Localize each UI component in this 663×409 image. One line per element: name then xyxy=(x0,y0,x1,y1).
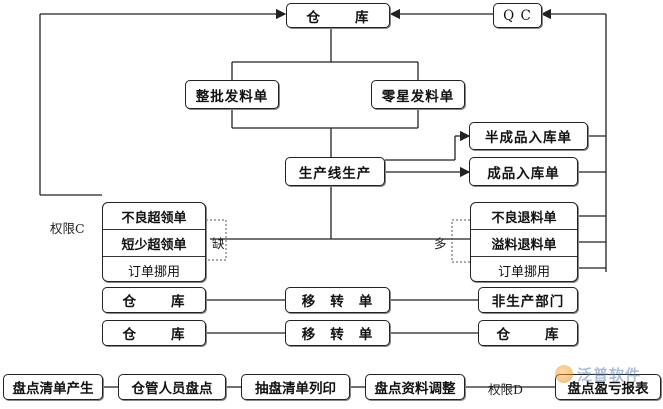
over-issue-row-2: 短少超领单 xyxy=(103,230,205,257)
adjust-label: 盘点资料调整 xyxy=(374,381,456,397)
qc-box: Q C xyxy=(493,3,542,28)
return-row-3: 订单挪用 xyxy=(497,264,550,280)
transfer2-char2: 转 xyxy=(330,327,345,343)
count-list-label: 盘点清单产生 xyxy=(12,381,94,397)
return-row-2: 溢料退料单 xyxy=(471,230,577,257)
over-issue-row-3: 订单挪用 xyxy=(127,264,180,280)
staff-count-box: 仓管人员盘点 xyxy=(118,374,226,400)
warehouse-box-row2-left: 仓库 xyxy=(102,320,206,346)
warehouse-top-char1: 仓 xyxy=(306,9,321,26)
return-row-1: 不良退料单 xyxy=(471,203,577,230)
transfer2-char3: 单 xyxy=(358,327,374,343)
transfer1-char3: 单 xyxy=(358,294,374,310)
transfer2-char1: 移 xyxy=(301,327,317,343)
warehouse-box-top: 仓库 xyxy=(286,3,390,28)
transfer-box-2: 移转单 xyxy=(285,320,390,346)
wh-row1-char2: 库 xyxy=(171,294,186,310)
over-issue-row-1: 不良超领单 xyxy=(103,203,205,230)
sample-print-box: 抽盘清单列印 xyxy=(241,374,350,400)
transfer1-char1: 移 xyxy=(301,294,317,310)
staff-count-label: 仓管人员盘点 xyxy=(131,381,213,397)
batch-issue-label: 整批发料单 xyxy=(195,88,269,105)
parts-issue-box: 零星发料单 xyxy=(371,80,465,109)
perm-d-label: 权限D xyxy=(488,382,524,397)
adjust-box: 盘点资料调整 xyxy=(365,374,465,400)
profit-loss-report-box: 盘点盈亏报表 xyxy=(555,374,661,400)
batch-issue-box: 整批发料单 xyxy=(185,80,279,109)
finished-in-box: 成品入库单 xyxy=(469,157,578,186)
warehouse-box-row2-right: 仓库 xyxy=(478,320,578,346)
wh-row1-char1: 仓 xyxy=(122,294,137,310)
wh-row2b-char1: 仓 xyxy=(496,327,511,343)
sample-print-label: 抽盘清单列印 xyxy=(255,381,336,397)
semi-finished-in-box: 半成品入库单 xyxy=(469,122,588,150)
watermark-logo: 泛普软件 xyxy=(555,363,663,385)
wh-row2a-char1: 仓 xyxy=(122,327,137,343)
profit-loss-report-label: 盘点盈亏报表 xyxy=(567,381,649,397)
perm-c-label: 权限C xyxy=(50,221,85,236)
transfer-box-1: 移转单 xyxy=(285,287,390,313)
warehouse-box-row1: 仓库 xyxy=(102,287,206,313)
parts-issue-label: 零星发料单 xyxy=(381,88,455,105)
production-box: 生产线生产 xyxy=(285,157,385,186)
logo-text: 泛普软件 xyxy=(577,365,642,384)
production-label: 生产线生产 xyxy=(298,165,372,182)
semi-finished-in-label: 半成品入库单 xyxy=(485,130,572,146)
non-production-dept-box: 非生产部门 xyxy=(478,287,578,313)
over-issue-group: 不良超领单 短少超领单 订单挪用 xyxy=(102,202,206,282)
return-group: 不良退料单 溢料退料单 订单挪用 xyxy=(470,202,578,282)
non-production-dept-label: 非生产部门 xyxy=(491,294,565,310)
count-list-box: 盘点清单产生 xyxy=(3,374,103,400)
logo-mark-icon xyxy=(555,365,573,383)
wh-row2a-char2: 库 xyxy=(171,327,186,343)
warehouse-top-char2: 库 xyxy=(355,9,370,26)
wh-row2b-char2: 库 xyxy=(545,327,560,343)
excess-label: 多 xyxy=(434,236,447,251)
transfer1-char2: 转 xyxy=(330,294,345,310)
bracket-shortage xyxy=(206,219,227,261)
finished-in-label: 成品入库单 xyxy=(487,165,560,182)
shortage-label: 缺 xyxy=(212,236,225,251)
qc-label: Q C xyxy=(503,7,532,24)
